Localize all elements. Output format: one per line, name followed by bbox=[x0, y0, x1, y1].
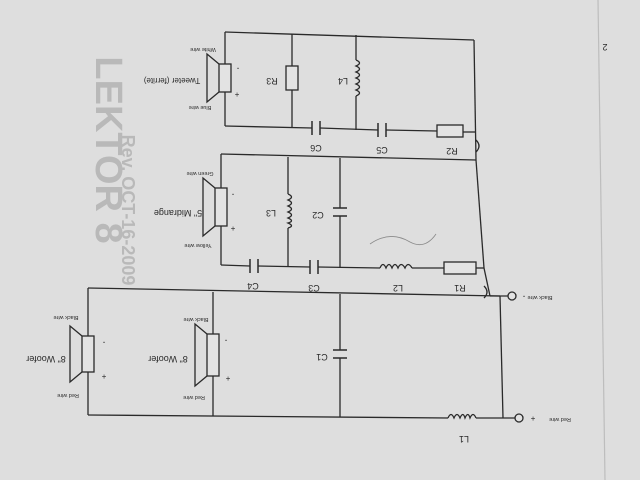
midrange-plus: + bbox=[230, 224, 235, 233]
tweeter-plus: + bbox=[234, 90, 239, 99]
woofer-inner-top-wire: Black wire bbox=[183, 316, 208, 322]
watermark-title: LEKTOR 8 bbox=[87, 56, 129, 243]
label-c5: C5 bbox=[376, 145, 388, 155]
resistor-r1 bbox=[443, 261, 477, 275]
tweeter-bottom-wire: Blue wire bbox=[189, 104, 212, 110]
tweeter-minus: - bbox=[236, 64, 239, 73]
capacitor-c3 bbox=[309, 260, 319, 274]
midrange-minus: - bbox=[231, 190, 234, 199]
midrange-top-wire: Green wire bbox=[187, 170, 214, 176]
woofer-outer-top-wire: Black wire bbox=[53, 314, 78, 320]
tweeter-top-wire: White wire bbox=[190, 46, 216, 52]
woofer-outer-name: 8" Woofer bbox=[26, 354, 66, 364]
woofer-outer-plus: + bbox=[101, 372, 106, 381]
watermark-revision: Rev. OCT-16-2009 bbox=[118, 135, 138, 286]
label-c3: C3 bbox=[308, 283, 320, 293]
label-r2: R2 bbox=[446, 146, 458, 156]
woofer-outer-speaker-icon bbox=[69, 324, 95, 384]
label-r3: R3 bbox=[266, 76, 278, 86]
negative-input-wire: Black wire bbox=[527, 294, 552, 300]
positive-terminal-icon bbox=[514, 413, 524, 423]
capacitor-c2 bbox=[333, 207, 347, 217]
woofer-inner-plus: + bbox=[225, 374, 230, 383]
wire-crossover-jumps bbox=[475, 139, 488, 299]
capacitor-c6 bbox=[311, 121, 321, 135]
page-number: 2 bbox=[602, 42, 607, 52]
label-l2: L2 bbox=[393, 283, 403, 293]
positive-input-sign: + bbox=[530, 414, 535, 423]
inductor-l4 bbox=[354, 59, 361, 97]
resistor-r2 bbox=[436, 124, 464, 138]
negative-terminal-icon bbox=[507, 291, 517, 301]
resistor-r3 bbox=[285, 65, 299, 91]
label-l3: L3 bbox=[266, 208, 276, 218]
circuit-wiring bbox=[87, 31, 515, 419]
woofer-inner-name: 8" Woofer bbox=[148, 354, 188, 364]
label-c6: C6 bbox=[310, 143, 322, 153]
woofer-inner-minus: - bbox=[224, 336, 227, 345]
label-l1: L1 bbox=[459, 434, 469, 444]
midrange-speaker-icon bbox=[202, 176, 228, 238]
midrange-name: 5" Midrange bbox=[154, 208, 202, 218]
inductor-l3 bbox=[286, 193, 293, 229]
label-c4: C4 bbox=[247, 281, 259, 291]
tweeter-name: Tweeter (ferrite) bbox=[143, 76, 200, 85]
positive-input-wire: Red wire bbox=[549, 416, 571, 422]
inductor-l1 bbox=[447, 413, 477, 420]
capacitor-c1 bbox=[333, 349, 347, 359]
negative-input-sign: - bbox=[522, 292, 525, 301]
tweeter-speaker-icon bbox=[206, 52, 232, 104]
woofer-outer-bottom-wire: Red wire bbox=[57, 392, 79, 398]
woofer-inner-bottom-wire: Red wire bbox=[183, 394, 205, 400]
woofer-inner-speaker-icon bbox=[194, 322, 220, 388]
label-l4: L4 bbox=[338, 76, 348, 86]
label-r1: R1 bbox=[454, 283, 466, 293]
woofer-outer-minus: - bbox=[102, 338, 105, 347]
label-c2: C2 bbox=[312, 210, 324, 220]
page-margin-line bbox=[597, 0, 606, 480]
inductor-l2 bbox=[379, 263, 413, 270]
midrange-bottom-wire: Yellow wire bbox=[184, 242, 211, 248]
pen-scribble bbox=[369, 233, 437, 246]
capacitor-c4 bbox=[249, 259, 259, 273]
label-c1: C1 bbox=[316, 352, 328, 362]
capacitor-c5 bbox=[377, 123, 387, 137]
